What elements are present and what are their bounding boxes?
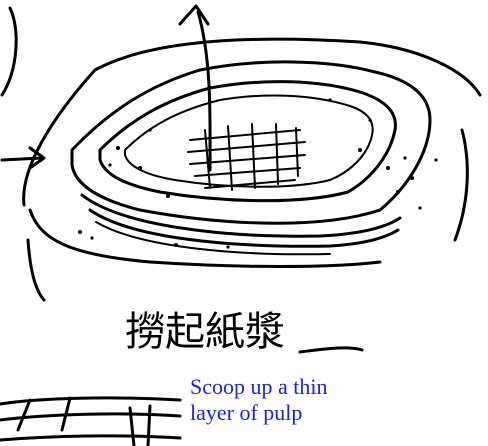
mould-base-2 bbox=[88, 208, 400, 248]
mould-base-3 bbox=[95, 221, 331, 256]
mould-deckle bbox=[124, 94, 374, 188]
caption-text: Scoop up a thin layer of pulp bbox=[190, 374, 328, 425]
pulp-dots bbox=[78, 98, 438, 249]
label-underline bbox=[298, 346, 364, 354]
vat-side-left bbox=[28, 208, 382, 268]
vat-wall-left bbox=[26, 238, 46, 302]
previous-panel-edge bbox=[0, 6, 18, 97]
mould-frame-outer bbox=[70, 60, 432, 225]
vat-right-side bbox=[453, 128, 469, 242]
lift-arrow bbox=[178, 4, 212, 172]
step-arrow bbox=[0, 146, 46, 170]
next-panel-sketch bbox=[0, 396, 182, 446]
mould-base-1 bbox=[80, 193, 402, 238]
vat-outline bbox=[22, 37, 482, 207]
mould-frame-inner bbox=[98, 80, 397, 203]
mesh-screen bbox=[187, 123, 306, 191]
handwritten-label: 撈起紙漿 bbox=[125, 309, 285, 355]
